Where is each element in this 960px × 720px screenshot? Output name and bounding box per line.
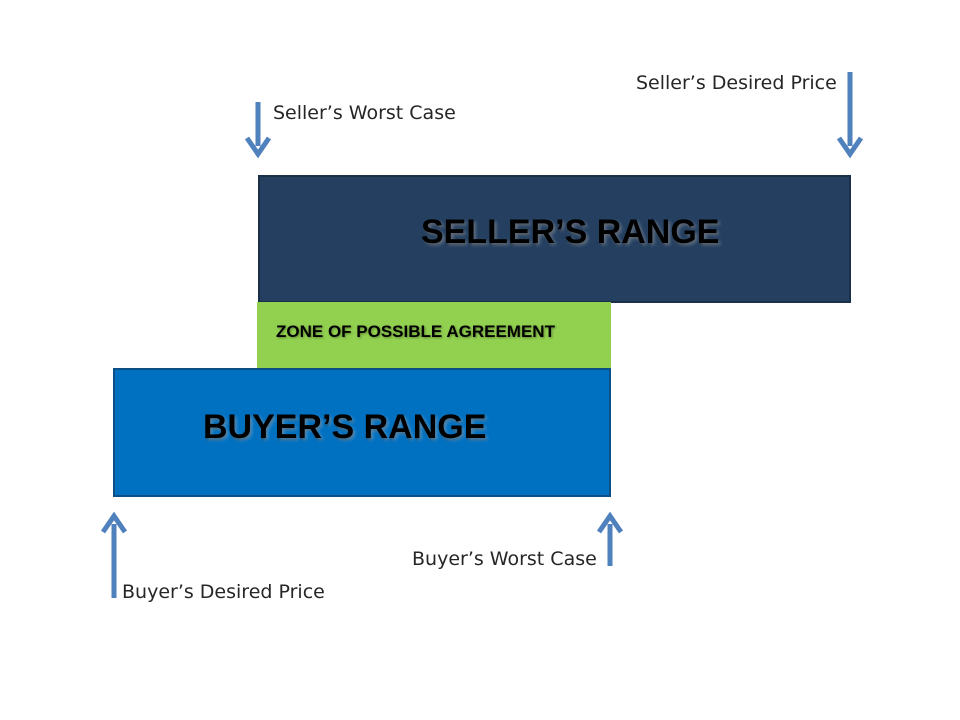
zopa-label: ZONE OF POSSIBLE AGREEMENT <box>276 322 555 341</box>
seller-worst-caption: Seller’s Worst Case <box>273 102 456 124</box>
zopa-box: ZONE OF POSSIBLE AGREEMENT <box>257 302 611 369</box>
seller-desired-caption: Seller’s Desired Price <box>636 72 837 94</box>
buyer-worst-caption: Buyer’s Worst Case <box>412 548 597 570</box>
buyer-desired-up-arrow-icon <box>100 512 128 598</box>
seller-range-label: SELLER’S RANGE <box>421 213 720 251</box>
seller-desired-down-arrow-icon <box>836 72 864 159</box>
buyer-range-label: BUYER’S RANGE <box>203 408 487 446</box>
seller-worst-down-arrow-icon <box>244 102 272 159</box>
buyer-range-box: BUYER’S RANGE <box>113 368 611 497</box>
buyer-worst-up-arrow-icon <box>596 512 624 566</box>
seller-range-box: SELLER’S RANGE <box>258 175 851 303</box>
buyer-desired-caption: Buyer’s Desired Price <box>122 581 325 603</box>
